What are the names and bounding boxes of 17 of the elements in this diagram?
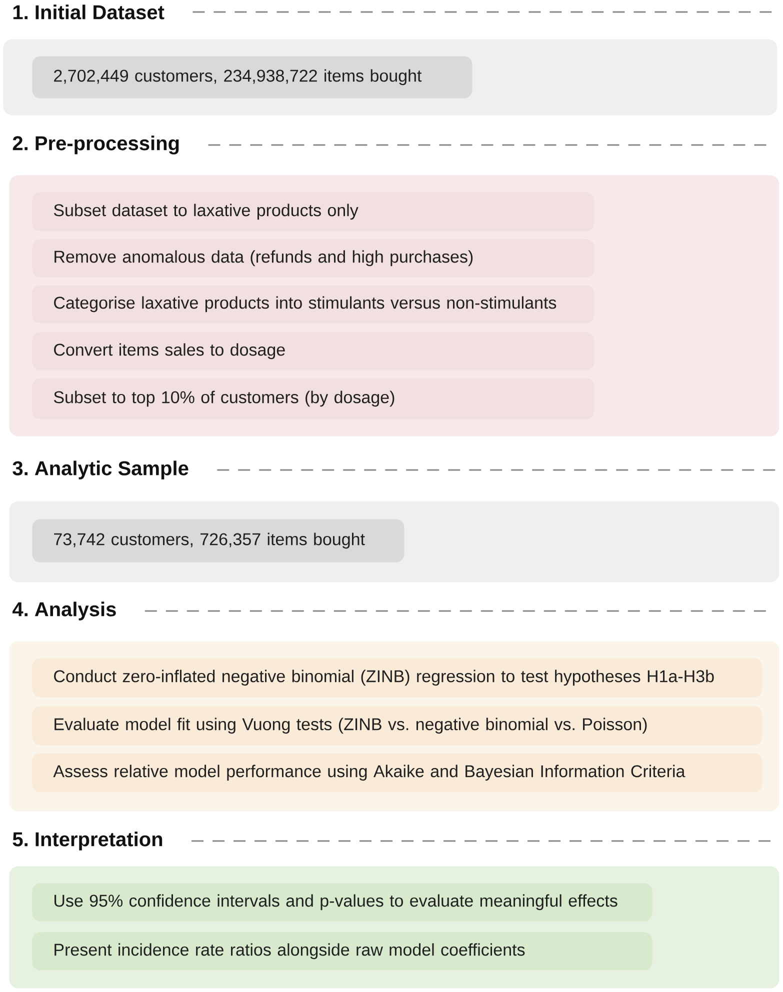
section-heading: 1. Initial Dataset [13,4,164,20]
section-heading: 4. Analysis [12,602,116,620]
step-box: Convert items sales to dosage [32,332,594,370]
step-box: Subset dataset to laxative products only [32,192,594,232]
step-box: Assess relative model performance using Akaike and Bayesian Information Criteria [32,753,762,792]
section-heading: 3. Analytic Sample [12,460,188,480]
section-heading: 5. Interpretation [12,832,162,850]
step-box: 73,742 customers, 726,357 items bought [32,519,404,562]
step-box: Present incidence rate ratios alongside raw model coefficients [32,932,652,970]
step-box: 2,702,449 customers, 234,938,722 items bought [32,56,472,98]
step-box: Subset to top 10% of customers (by dosage) [32,378,594,420]
step-box: Evaluate model fit using Vuong tests (ZINB vs. negative binomial vs. Poisson) [32,706,762,746]
section-heading: 2. Pre-processing [12,136,179,154]
step-box: Conduct zero-inflated negative binomial (ZINB) regression to test hypotheses H1a-H3b [32,658,762,698]
step-box: Use 95% confidence intervals and p-values to evaluate meaningful effects [32,883,652,922]
step-box: Remove anomalous data (refunds and high purchases) [32,239,594,278]
step-box: Categorise laxative products into stimulants versus non-stimulants [32,285,594,324]
